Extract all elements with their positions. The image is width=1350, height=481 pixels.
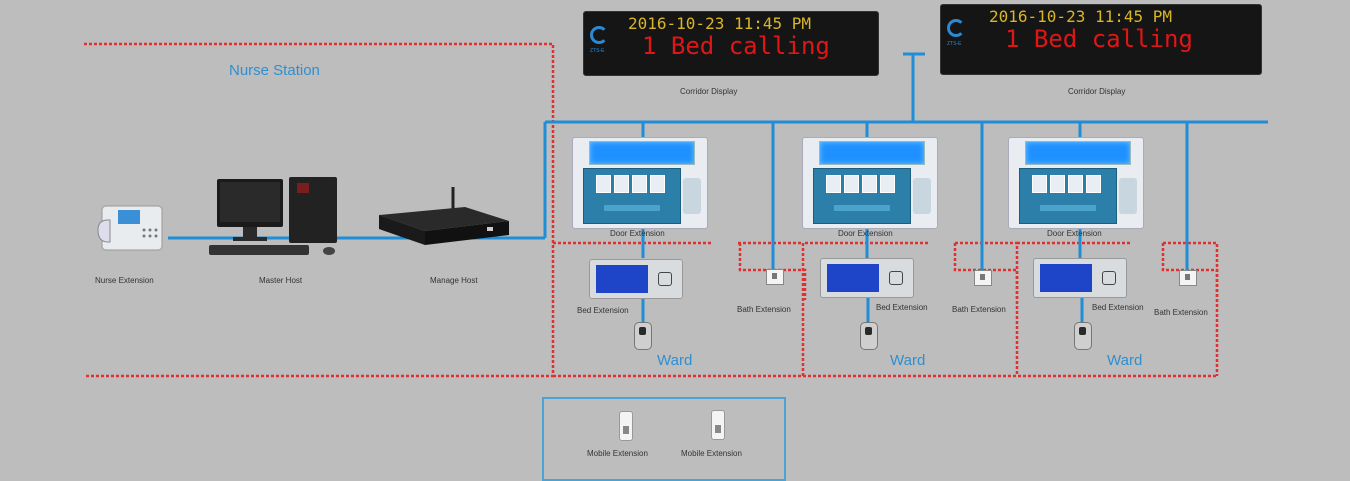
ward-title: Ward bbox=[657, 352, 693, 369]
display-message: 1 Bed calling bbox=[642, 32, 830, 60]
door-extension-panel bbox=[802, 137, 938, 229]
bath-extension-label: Bath Extension bbox=[952, 305, 1006, 314]
mobile-extension-label: Mobile Extension bbox=[681, 449, 742, 458]
brand-logo-icon bbox=[947, 19, 965, 37]
ward-title: Ward bbox=[890, 352, 926, 369]
bed-extension-panel bbox=[820, 258, 914, 298]
wiring-diagram bbox=[84, 42, 1268, 378]
corridor-display-2: ZTS-E 2016-10-23 11:45 PM 1 Bed calling bbox=[940, 4, 1262, 75]
call-handset-icon bbox=[1074, 322, 1092, 350]
display-datetime: 2016-10-23 11:45 PM bbox=[628, 14, 812, 33]
display-message: 1 Bed calling bbox=[1005, 25, 1193, 53]
bed-extension-panel bbox=[1033, 258, 1127, 298]
master-host-computer-icon bbox=[209, 177, 337, 255]
bath-extension-label: Bath Extension bbox=[737, 305, 791, 314]
manage-host-router-icon bbox=[379, 187, 509, 245]
corridor-display-label: Corridor Display bbox=[1068, 87, 1126, 96]
bed-extension-label: Bed Extension bbox=[876, 303, 928, 312]
door-extension-panel bbox=[572, 137, 708, 229]
nurse-extension-label: Nurse Extension bbox=[95, 276, 154, 285]
bath-extension-icon bbox=[974, 270, 992, 286]
bed-extension-label: Bed Extension bbox=[577, 306, 629, 315]
nurse-station-title: Nurse Station bbox=[229, 62, 320, 79]
door-extension-panel bbox=[1008, 137, 1144, 229]
door-extension-label: Door Extension bbox=[838, 229, 893, 238]
nurse-station-boundary bbox=[84, 42, 555, 378]
bath-extension-icon bbox=[766, 269, 784, 285]
bath-extension-icon bbox=[1179, 270, 1197, 286]
brand-logo-icon bbox=[590, 26, 608, 44]
corridor-display-1: ZTS-E 2016-10-23 11:45 PM 1 Bed calling bbox=[583, 11, 879, 76]
bus-lines bbox=[168, 52, 1268, 322]
manage-host-label: Manage Host bbox=[430, 276, 478, 285]
bath-extension-label: Bath Extension bbox=[1154, 308, 1208, 317]
mobile-extension-icon bbox=[619, 411, 633, 441]
mobile-extension-icon bbox=[711, 410, 725, 440]
mobile-extension-label: Mobile Extension bbox=[587, 449, 648, 458]
mobile-extension-box bbox=[542, 397, 786, 481]
bed-extension-panel bbox=[589, 259, 683, 299]
call-handset-icon bbox=[634, 322, 652, 350]
door-extension-label: Door Extension bbox=[1047, 229, 1102, 238]
display-datetime: 2016-10-23 11:45 PM bbox=[989, 7, 1173, 26]
nurse-extension-phone-icon bbox=[97, 205, 163, 251]
bed-extension-label: Bed Extension bbox=[1092, 303, 1144, 312]
ward-title: Ward bbox=[1107, 352, 1143, 369]
call-handset-icon bbox=[860, 322, 878, 350]
master-host-label: Master Host bbox=[259, 276, 303, 285]
door-extension-label: Door Extension bbox=[610, 229, 665, 238]
corridor-display-label: Corridor Display bbox=[680, 87, 738, 96]
